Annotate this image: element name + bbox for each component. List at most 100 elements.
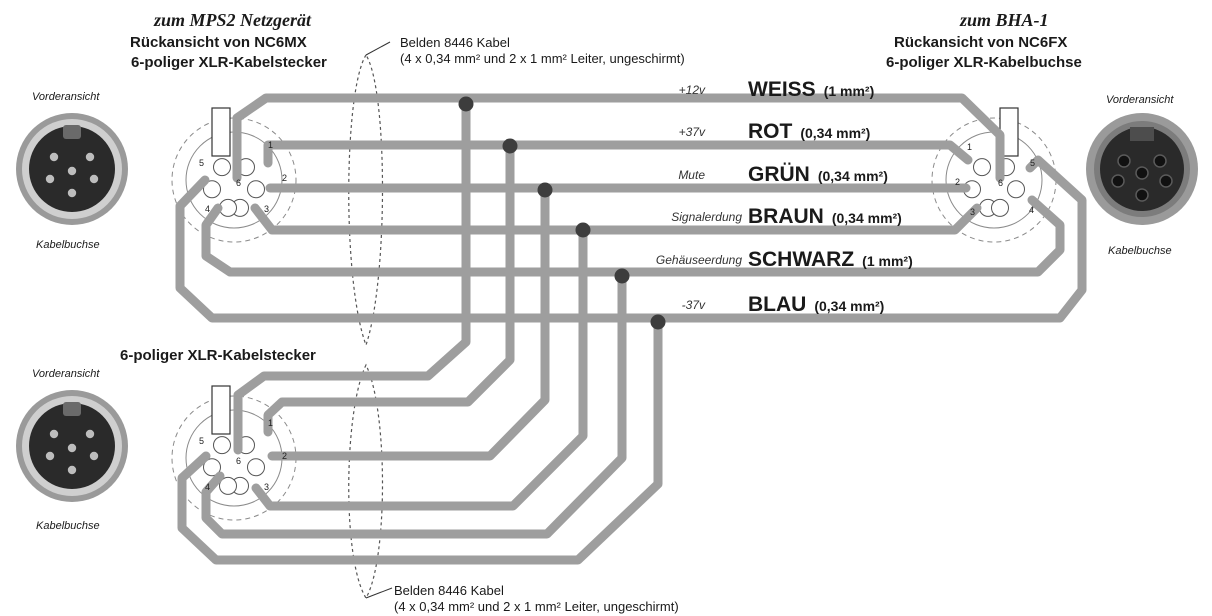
- cable-note-bottom-line2: (4 x 0,34 mm² und 2 x 1 mm² Leiter, unge…: [394, 599, 679, 614]
- photo-key: [63, 402, 81, 416]
- wire-gauge: (1 mm²): [823, 83, 875, 99]
- pin-number-label: 6: [998, 178, 1003, 188]
- cable-bundle-top: [348, 53, 384, 347]
- photo-pin: [49, 152, 59, 162]
- left-destination-label: zum MPS2 Netzgerät: [154, 10, 312, 30]
- connector-nc6mx-rear-view: [171, 107, 297, 243]
- wire-color-label: SCHWARZ (1 mm²): [748, 248, 913, 272]
- connector-pin: [1007, 180, 1025, 199]
- connector-pin: [203, 458, 221, 477]
- front-view-label-bottom-left: Vorderansicht: [32, 368, 100, 380]
- pin-number-label: 2: [955, 177, 960, 187]
- wire-braun-top: [250, 203, 982, 235]
- photo-socket: [1117, 154, 1131, 168]
- wire-signal-label: +12v: [678, 83, 705, 97]
- wire-weiss-bottom: [233, 99, 471, 455]
- connector-pin: [203, 180, 221, 199]
- wire-signal-label: +37v: [678, 125, 705, 139]
- second-connector-title: 6-poliger XLR-Kabelstecker: [120, 347, 316, 364]
- photo-pin: [85, 429, 95, 439]
- wire-color-label: BLAU(0,34 mm²): [748, 293, 884, 317]
- photo-pin: [45, 451, 55, 461]
- pin-number-label: 2: [282, 451, 287, 461]
- cable-note-leaders: [365, 41, 393, 599]
- photo-socket: [1153, 154, 1167, 168]
- junction-dot: [614, 268, 630, 284]
- right-subtitle: 6-poliger XLR-Kabelbuchse: [886, 54, 1082, 71]
- wire-signal-label: -37v: [681, 298, 705, 312]
- jack-label-bottom-left: Kabelbuchse: [36, 520, 100, 532]
- cable-note-top-line2: (4 x 0,34 mm² und 2 x 1 mm² Leiter, unge…: [400, 51, 685, 66]
- junction-dot: [458, 96, 474, 112]
- pin-number-label: 5: [199, 158, 204, 168]
- wire-gauge: (0,34 mm²): [800, 125, 871, 141]
- jack-label-right: Kabelbuchse: [1108, 245, 1172, 257]
- wire-gauge: (0,34 mm²): [831, 210, 902, 226]
- pin-number-label: 1: [967, 142, 972, 152]
- photo-pin: [49, 429, 59, 439]
- wire-color-name: SCHWARZ: [748, 248, 855, 271]
- photo-socket: [1111, 174, 1125, 188]
- cable-note-leader-top: [365, 41, 391, 56]
- wire-signal-label: Mute: [678, 168, 705, 182]
- wire-blau-top: [175, 155, 1087, 323]
- wires: [175, 93, 1087, 565]
- right-destination-label: zum BHA-1: [960, 10, 1049, 30]
- wire-gauge: (0,34 mm²): [814, 298, 885, 314]
- wire-rot-top: [263, 140, 973, 168]
- front-view-label-right: Vorderansicht: [1106, 94, 1174, 106]
- wire-signal-label: Signalerdung: [671, 210, 742, 224]
- connector-pin: [213, 158, 231, 177]
- photo-socket: [1159, 174, 1173, 188]
- connector-pin: [973, 158, 991, 177]
- pin-number-label: 6: [236, 178, 241, 188]
- junction-dot: [575, 222, 591, 238]
- connector-pin: [991, 198, 1009, 217]
- photo-pin: [89, 174, 99, 184]
- cable-bundle-bottom: [348, 363, 384, 600]
- xlr-plug-front-photo: [16, 113, 128, 225]
- connector-latch: [211, 385, 231, 435]
- wire-braun-bottom: [251, 225, 588, 511]
- pin-number-label: 1: [268, 418, 273, 428]
- photo-pin: [85, 152, 95, 162]
- photo-pin: [67, 166, 77, 176]
- junction-dot: [537, 182, 553, 198]
- xlr-plug-front-photo-bottom: [16, 390, 128, 502]
- cable-note-leader-bottom: [365, 587, 393, 599]
- photo-pin: [67, 188, 77, 198]
- wire-gauge: (1 mm²): [862, 253, 913, 269]
- pin-number-label: 1: [268, 140, 273, 150]
- right-title: Rückansicht von NC6FX: [894, 34, 1068, 51]
- photo-pin: [89, 451, 99, 461]
- wire-rot-bottom: [263, 141, 515, 437]
- connector-pin: [247, 458, 265, 477]
- wire-color-label: GRÜN(0,34 mm²): [748, 163, 888, 187]
- left-subtitle: 6-poliger XLR-Kabelstecker: [131, 54, 327, 71]
- cable-bundle-outlines: [348, 53, 384, 600]
- connector-pin: [219, 476, 237, 495]
- pin-number-label: 3: [264, 482, 269, 492]
- pin-number-label: 2: [282, 173, 287, 183]
- wire-color-label: BRAUN(0,34 mm²): [748, 205, 902, 229]
- photo-key: [63, 125, 81, 139]
- pin-number-label: 4: [205, 204, 210, 214]
- connector-latch: [211, 107, 231, 157]
- junction-dots: [458, 96, 666, 330]
- pin-number-label: 5: [199, 436, 204, 446]
- wire-weiss-top: [232, 93, 1005, 183]
- connector-pin: [213, 436, 231, 455]
- junction-dot: [650, 314, 666, 330]
- wire-color-label: ROT(0,34 mm²): [748, 120, 870, 144]
- pin-number-label: 4: [1029, 205, 1034, 215]
- connector-pin: [247, 180, 265, 199]
- pin-number-label: 5: [1030, 158, 1035, 168]
- cable-note-bottom-line1: Belden 8446 Kabel: [394, 583, 504, 598]
- xlr-jack-front-photo: [1086, 113, 1198, 225]
- cable-note-top-line1: Belden 8446 Kabel: [400, 35, 510, 50]
- jack-label-top-left: Kabelbuchse: [36, 239, 100, 251]
- junction-dot: [502, 138, 518, 154]
- photo-socket: [1135, 188, 1149, 202]
